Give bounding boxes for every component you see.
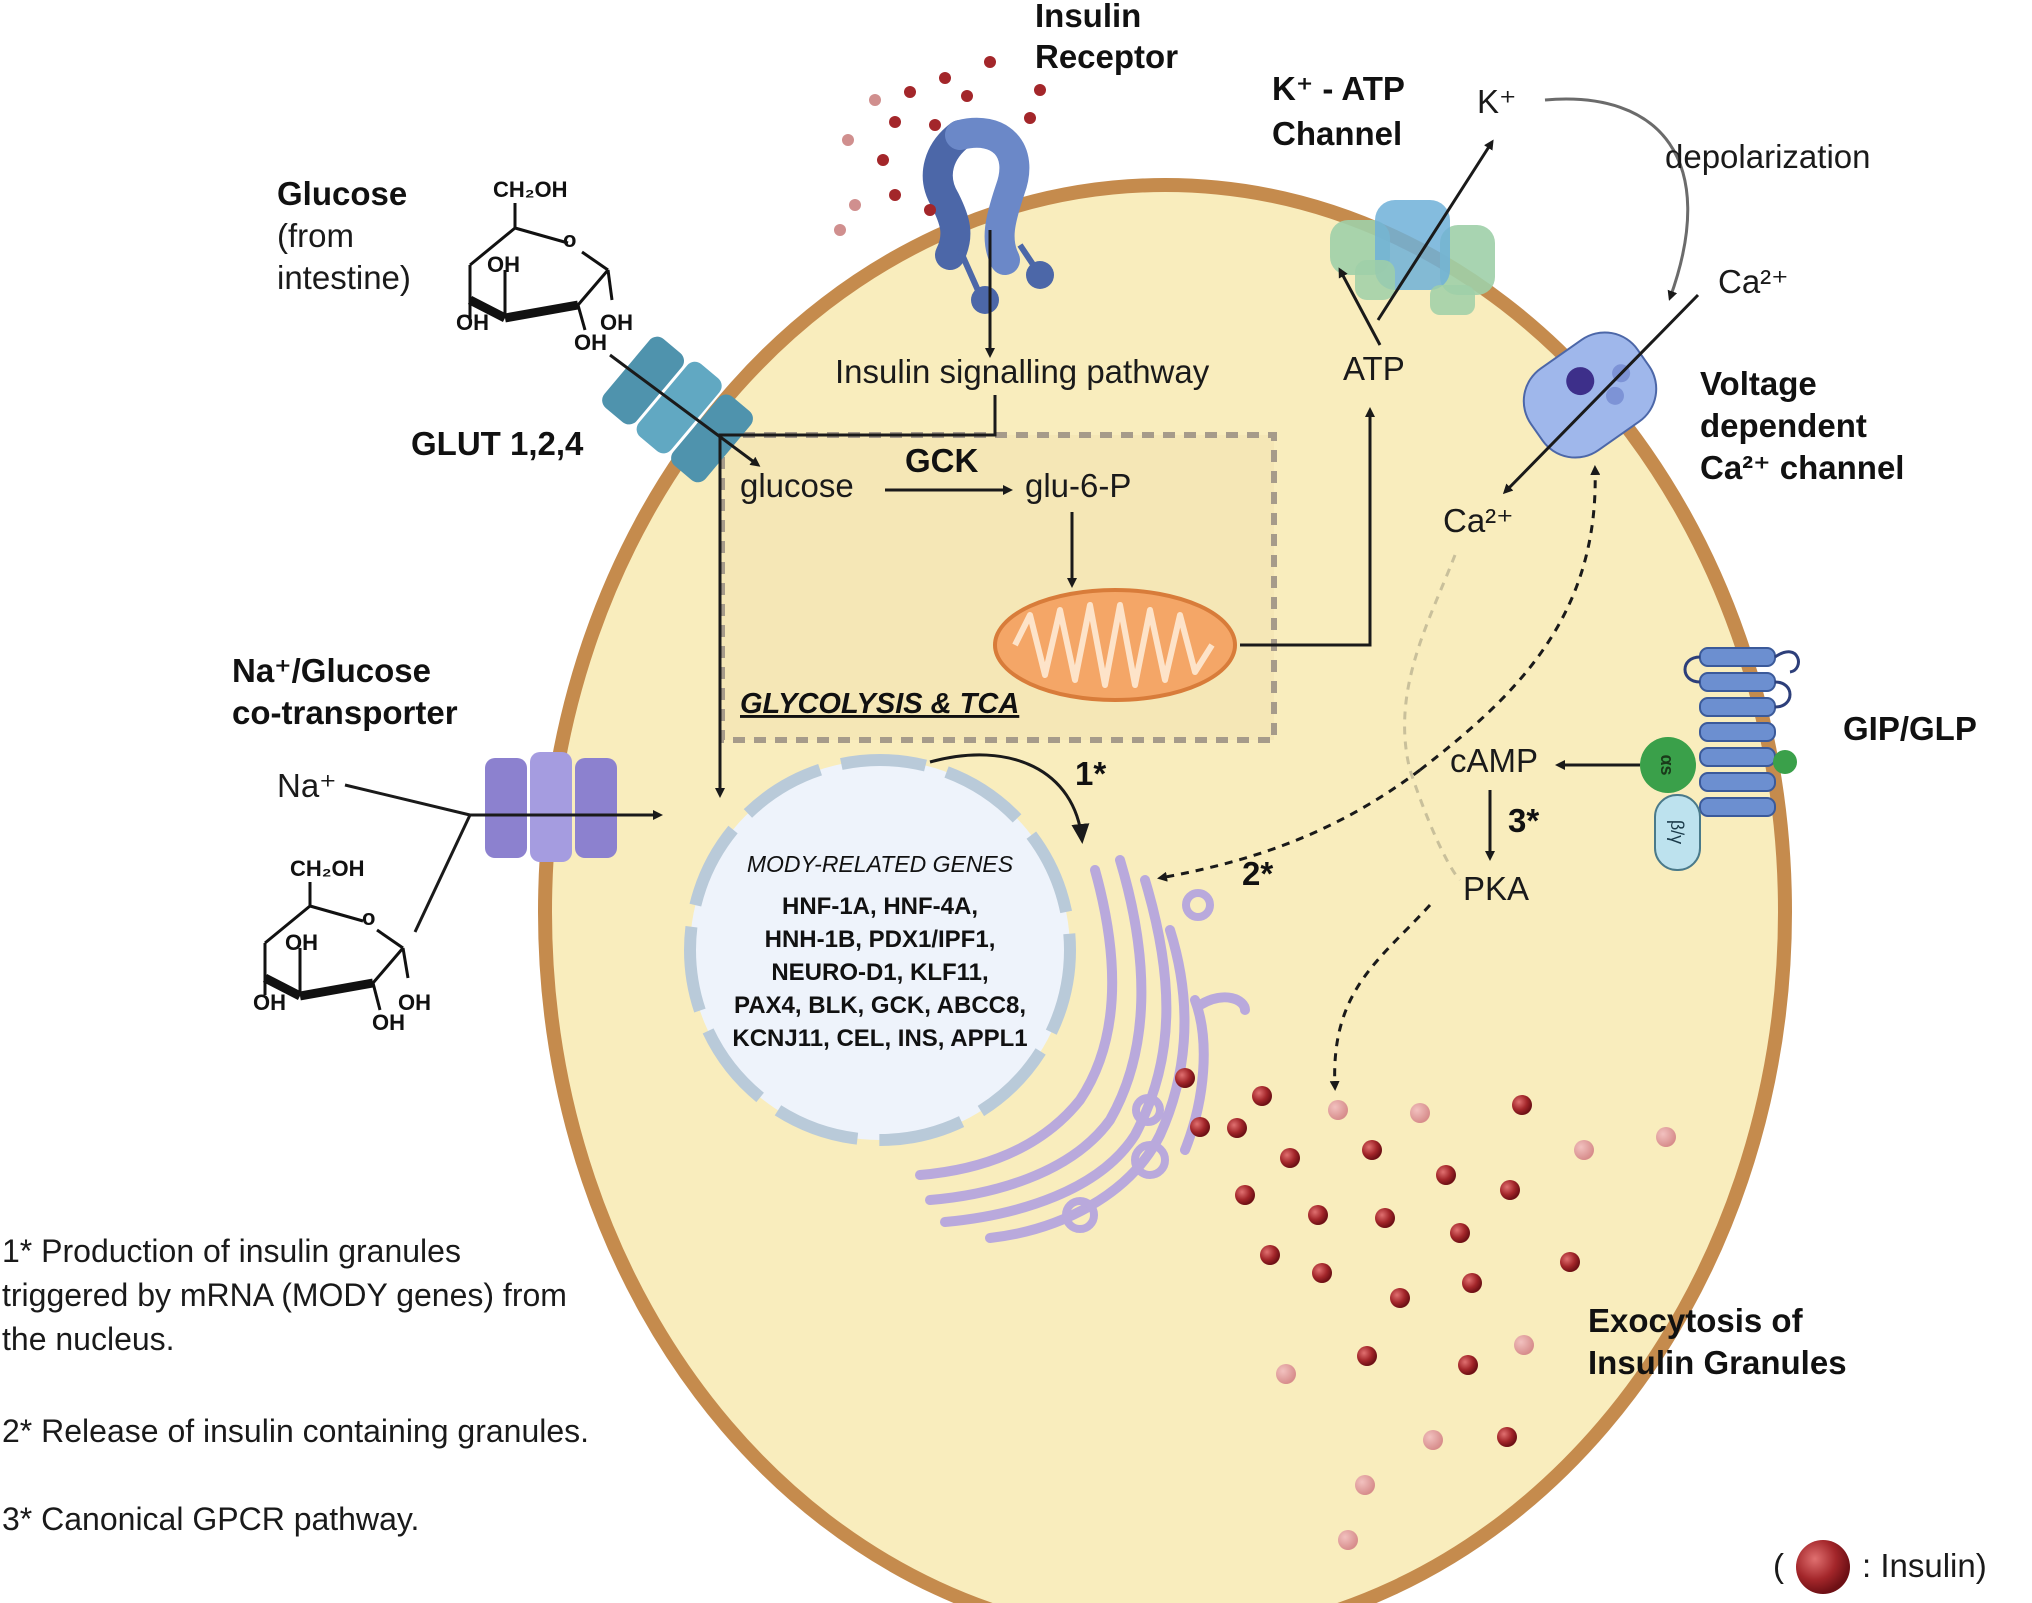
vdcc-label-1: Voltage [1700,365,1817,402]
gck-label: GCK [905,442,979,479]
glucose-sub-2: intestine) [277,259,411,296]
depolarization-label: depolarization [1665,138,1870,175]
beta-gamma-subunit [1654,794,1701,871]
gip-glp-label: GIP/GLP [1843,710,1977,747]
ch2oh-top: CH₂OH [493,177,568,202]
oh-bottom-3: OH [398,990,431,1015]
vdcc-channel [1522,331,1658,459]
endoplasmic-reticulum [915,855,1250,1243]
exocytosis-label-1: Exocytosis of [1588,1302,1804,1339]
legend-open-paren: ( [1773,1547,1784,1584]
vdcc-label-3: Ca²⁺ channel [1700,449,1904,486]
katp-label-2: Channel [1272,115,1402,152]
mody-gene-line-2: HNH-1B, PDX1/IPF1, [765,926,996,953]
vdcc-label-2: dependent [1700,407,1867,444]
exocytosis-label-2: Insulin Granules [1588,1344,1847,1381]
glu6p-label: glu-6-P [1025,467,1131,504]
insulin-signalling-label: Insulin signalling pathway [835,353,1210,390]
mitochondrion [993,588,1237,702]
nucleus [684,754,1076,1146]
oh-bottom-4: OH [372,1010,405,1035]
note-1-line-1: 1* Production of insulin granules [2,1233,461,1269]
note-1-line-3: the nucleus. [2,1321,175,1357]
oh-bottom-2: OH [253,990,286,1015]
mody-gene-line-4: PAX4, BLK, GCK, ABCC8, [734,992,1026,1019]
gs-alpha-subunit [1640,737,1696,793]
mody-gene-line-1: HNF-1A, HNF-4A, [782,893,978,920]
glucose-inner-label: glucose [740,467,854,504]
glucose-title: Glucose [277,175,407,212]
oh-top-4: OH [574,330,607,355]
step2-label: 2* [1242,855,1273,892]
oh-bottom-1: OH [285,930,318,955]
ring-o-bottom: o [362,905,375,930]
depolarization-arrow [1544,97,1690,301]
step1-label: 1* [1075,755,1106,792]
pka-label: PKA [1463,870,1529,907]
gip-glp-receptor [1640,647,1800,871]
step3-label: 3* [1508,802,1539,839]
oh-top-2: OH [456,310,489,335]
katp-label: K⁺ - ATP [1272,70,1405,107]
ca-out-label: Ca²⁺ [1718,263,1789,300]
mody-title: MODY-RELATED GENES [747,851,1014,877]
note-1-line-2: triggered by mRNA (MODY genes) from [2,1277,567,1313]
glycolysis-label: GLYCOLYSIS & TCA [740,688,1019,720]
insulin-dots-top [834,56,1046,236]
na-glucose-label-1: Na⁺/Glucose [232,652,431,689]
sglt-transporter [485,752,617,862]
legend-insulin-text: : Insulin) [1862,1547,1987,1584]
note-3: 3* Canonical GPCR pathway. [2,1501,419,1537]
glucose-sub-1: (from [277,217,354,254]
legend-insulin-granule [1796,1540,1850,1594]
er-vesicles [1062,889,1214,1233]
oh-top-3: OH [600,310,633,335]
na-plus-label: Na⁺ [277,767,337,804]
ca-fade-line [1403,554,1462,882]
insulin-receptor [922,117,1054,314]
ca-in-label: Ca²⁺ [1443,502,1514,539]
beta-gamma-label: β/γ [1667,820,1687,844]
k-plus-label: K⁺ [1477,83,1516,120]
insulin-receptor-label-2: Receptor [1035,38,1178,75]
oh-top-1: OH [487,252,520,277]
note-2: 2* Release of insulin containing granule… [2,1413,589,1449]
mody-gene-line-5: KCNJ11, CEL, INS, APPL1 [732,1025,1027,1052]
glucose-structure-bottom [262,882,410,1011]
alpha-s-label: αs [1657,754,1677,775]
atp-label: ATP [1343,350,1405,387]
mody-gene-line-3: NEURO-D1, KLF11, [771,959,988,986]
insulin-granules [1175,1068,1676,1550]
glucose-structure-top [467,203,614,331]
glut-label: GLUT 1,2,4 [411,425,584,462]
ch2oh-bottom: CH₂OH [290,856,365,881]
na-glucose-label-2: co-transporter [232,694,458,731]
ring-o-top: o [563,227,576,252]
katp-channel [1330,200,1495,315]
camp-label: cAMP [1450,742,1538,779]
arrows [344,139,1700,1091]
insulin-receptor-label: Insulin [1035,0,1141,34]
